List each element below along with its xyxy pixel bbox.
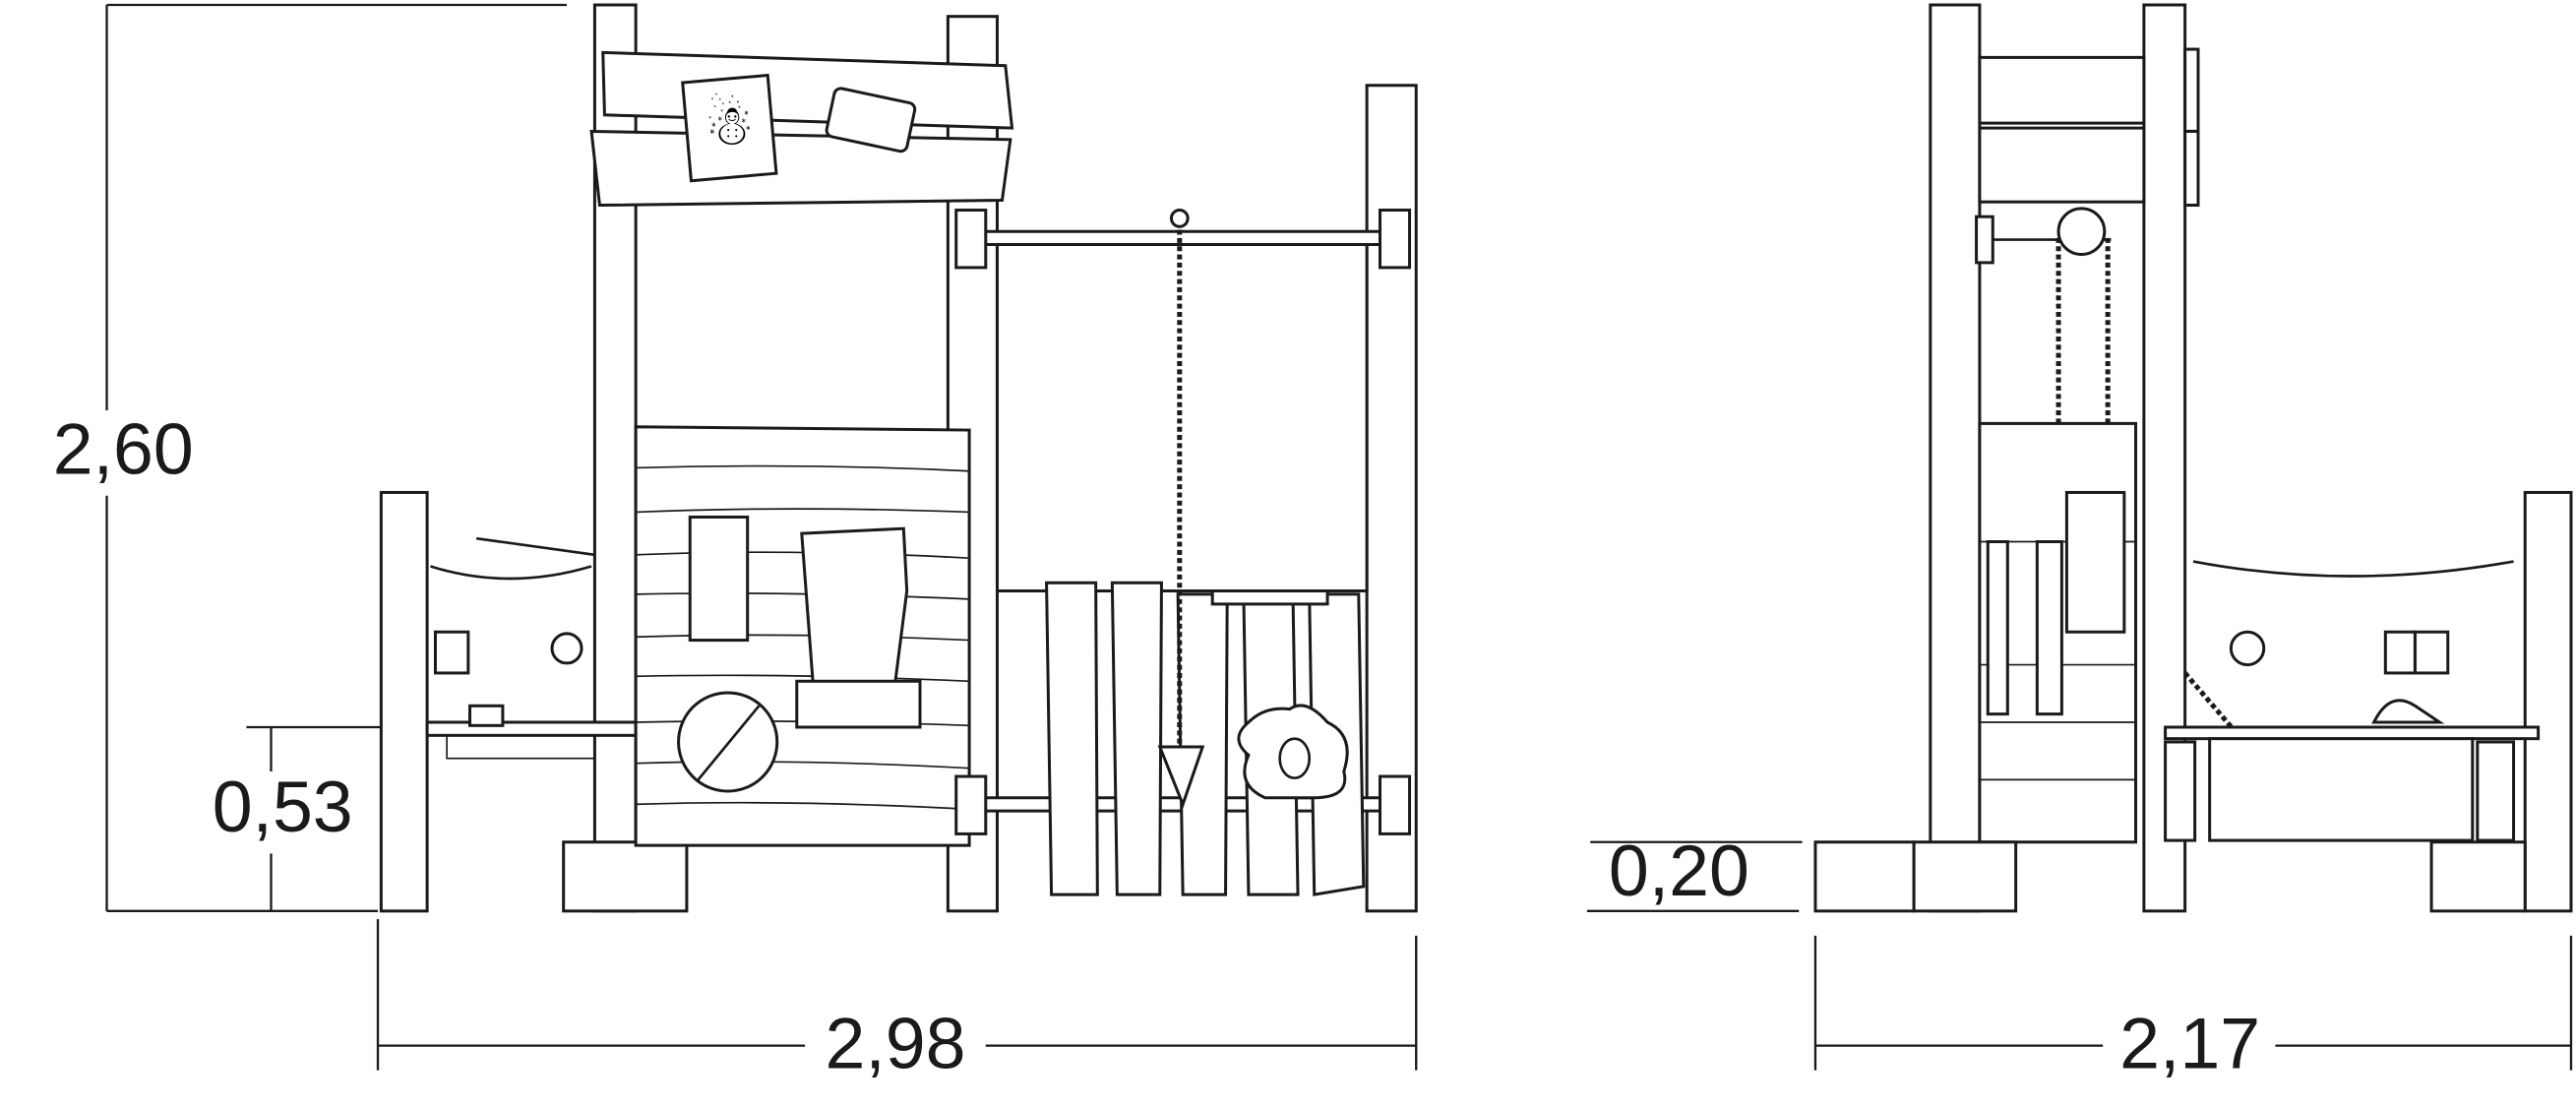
- dimension-front-height: 2,60: [53, 3, 568, 912]
- dimension-label-front-width: 2,98: [825, 1003, 965, 1083]
- dimension-side-base-height: 0,20: [1586, 831, 1803, 912]
- cone-weight: [1157, 745, 1205, 809]
- platform: [425, 720, 638, 737]
- base-block: [1912, 840, 2018, 913]
- sign-panel: [681, 73, 778, 183]
- dimension-label-front-platform-height: 0,53: [213, 767, 353, 847]
- platform: [2164, 725, 2541, 741]
- roof-panel: [1978, 126, 2146, 204]
- dimension-front-platform-height: 0,53: [213, 725, 419, 911]
- dimension-side-width: 2,17: [1813, 935, 2573, 1083]
- front-view: 2,60 0,53 2,98 ☃: [53, 3, 1418, 1083]
- base-block: [2429, 840, 2527, 913]
- roof-panel: [601, 50, 1014, 130]
- dimension-front-width: 2,98: [376, 919, 1418, 1083]
- post: [1929, 3, 1982, 913]
- pulley: [2056, 207, 2107, 257]
- flower-panel: [1237, 704, 1349, 800]
- post: [2523, 490, 2573, 913]
- side-view: 0,20 2,17: [1586, 3, 2573, 1083]
- rope-rail: [2192, 560, 2514, 578]
- post: [379, 490, 429, 913]
- top-bar: [967, 229, 1402, 247]
- base-block: [562, 840, 689, 913]
- roof-panel: [589, 129, 1012, 208]
- dimension-label-side-base-height: 0,20: [1609, 831, 1749, 911]
- dimension-label-side-width: 2,17: [2119, 1003, 2260, 1083]
- platform-box: [2208, 737, 2475, 842]
- sign-panel: [825, 87, 917, 154]
- dimension-label-front-height: 2,60: [53, 408, 194, 489]
- roof-panel: [1978, 55, 2146, 125]
- figure-icon: ☃: [705, 92, 755, 158]
- base-block: [1813, 840, 1916, 913]
